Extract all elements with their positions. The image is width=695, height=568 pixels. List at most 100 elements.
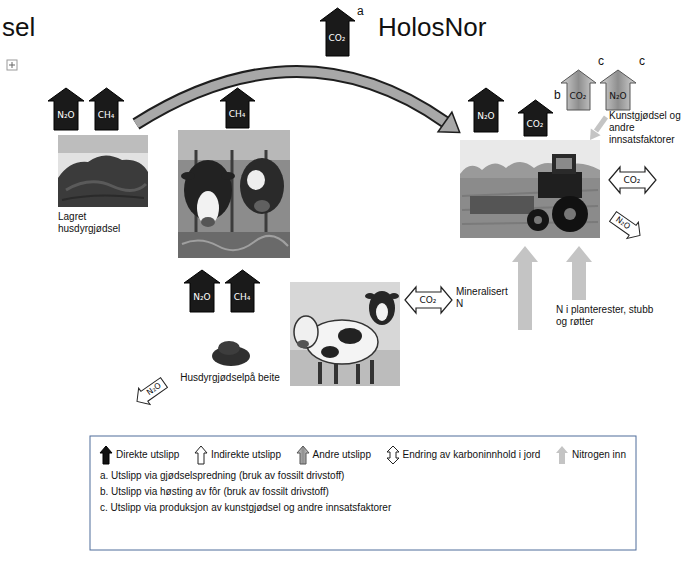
- emission-arrow: N₂O: [184, 270, 220, 312]
- direct-emission-shape-outline: [220, 88, 255, 128]
- label-slot: c: [639, 54, 645, 68]
- direct-emission-shape: [518, 100, 553, 136]
- photo-panel: Husdyrgjødselpå beite: [176, 332, 284, 384]
- legend-text: Andre utslipp: [313, 449, 371, 461]
- field-tractor-photo: [460, 140, 600, 238]
- legend-swatch-shape: [387, 446, 399, 464]
- legend-note: b. Utslipp via høsting av fôr (bruk av f…: [100, 486, 620, 498]
- legend-swatch-shape: [100, 446, 112, 464]
- direct-emission-shape-outline: [468, 88, 504, 132]
- nitrogen-arrows: [512, 117, 606, 330]
- emission-arrow: N₂O: [48, 88, 84, 130]
- direct-emission-shape: [468, 88, 504, 132]
- legend-text: Nitrogen inn: [572, 449, 626, 461]
- label-slot: sel: [2, 12, 35, 43]
- input-label: Kunstgjødsel og andre innsatsfaktorer: [609, 110, 689, 146]
- soil-carbon-arrow: CO₂: [609, 167, 656, 193]
- barn-cows-photo: [178, 130, 290, 258]
- legend-item: Andre utslipp: [297, 446, 371, 464]
- emission-arrow: CH₄: [89, 88, 124, 130]
- photo-caption: Husdyrgjødselpå beite: [176, 372, 284, 384]
- legend-note: a. Utslipp via gjødselspredning (bruk av…: [100, 470, 620, 482]
- note-letter: c: [598, 54, 604, 68]
- legend-swatch: [297, 446, 309, 464]
- indirect-emission-shape-outline: [607, 208, 646, 243]
- gas-label: CH₄: [225, 292, 260, 303]
- label-slot: b: [554, 88, 561, 102]
- emission-arrow: N₂O: [468, 88, 504, 132]
- gas-label: N₂O: [184, 292, 220, 303]
- direct-emission-shape-outline: [89, 88, 124, 130]
- direct-emission-shape: [184, 270, 220, 312]
- label-slot: b. Utslipp via høsting av fôr (bruk av f…: [100, 486, 620, 498]
- gas-label: CO₂: [405, 295, 452, 306]
- legend-swatch: [100, 446, 112, 464]
- emission-arrow: N₂O: [600, 70, 636, 110]
- legend-item: Endring av karboninnhold i jord: [387, 446, 541, 464]
- legend-text: Direkte utslipp: [116, 449, 179, 461]
- other-emission-shape: [561, 70, 596, 110]
- other-emission-shape-outline: [561, 70, 596, 110]
- manure-flow-arrow: [136, 71, 460, 132]
- emission-arrow: CH₄: [225, 270, 260, 312]
- indirect-emission-arrow: N₂O: [607, 208, 646, 243]
- legend-text: Endring av karboninnhold i jord: [403, 449, 541, 461]
- other-emission-shape-outline: [600, 70, 636, 110]
- nitrogen-label: N i planterester, stubb og røtter: [556, 304, 654, 328]
- label-slot: a: [357, 4, 364, 18]
- legend-text: Indirekte utslipp: [211, 449, 281, 461]
- direct-emission-shape-outline: [320, 8, 355, 56]
- legend-swatch-shape: [297, 446, 309, 464]
- soil-carbon-arrow: CO₂: [405, 287, 452, 313]
- label-slot: Mineralisert N: [456, 286, 508, 310]
- gas-label: N₂O: [48, 110, 84, 121]
- direct-emission-shape-outline: [225, 270, 260, 312]
- direct-emission-shape: [320, 8, 355, 56]
- legend-row: Direkte utslipp Indirekte utslipp Andre ut…: [100, 446, 626, 464]
- direct-emission-shape-outline: [184, 270, 220, 312]
- legend-note: c. Utslipp via produksjon av kunstgjødse…: [100, 502, 620, 514]
- label-slot: a. Utslipp via gjødselspredning (bruk av…: [100, 470, 620, 482]
- grazing-cows-photo: [290, 282, 400, 386]
- diagram-title: HolosNor: [378, 12, 486, 43]
- direct-emission-shape: [48, 88, 84, 130]
- gas-label: CH₄: [89, 110, 124, 121]
- photo-caption: Lagret husdyrgjødsel: [58, 211, 148, 235]
- direct-emission-shape: [225, 270, 260, 312]
- dung-photo: [208, 332, 254, 368]
- gas-label: CO₂: [561, 91, 596, 102]
- note-letter: a: [357, 4, 364, 18]
- gas-label: CO₂: [320, 33, 355, 44]
- nitrogen-label: Mineralisert N: [456, 286, 508, 310]
- note-letter: c: [639, 54, 645, 68]
- legend-swatch-shape: [195, 446, 207, 464]
- legend-swatch: [387, 446, 399, 464]
- legend-item: Nitrogen inn: [556, 446, 626, 464]
- carbon-change-shape-outline: [609, 167, 656, 193]
- gas-label: N₂O: [600, 91, 636, 102]
- gas-label: CO₂: [518, 119, 553, 130]
- legend-item: Direkte utslipp: [100, 446, 179, 464]
- label-slot: N i planterester, stubb og røtter: [556, 304, 654, 328]
- emission-arrow: CO₂: [518, 100, 553, 136]
- gas-label: CH₄: [220, 109, 255, 120]
- indirect-emission-arrow: N₂O: [131, 374, 170, 409]
- legend-swatch: [556, 446, 568, 464]
- partial-title: sel: [2, 12, 35, 43]
- note-letter: b: [554, 88, 561, 102]
- gas-label: N₂O: [468, 111, 504, 122]
- legend-swatch: [195, 446, 207, 464]
- label-slot: Kunstgjødsel og andre innsatsfaktorer: [609, 110, 689, 146]
- direct-emission-shape-outline: [48, 88, 84, 130]
- direct-emission-shape: [89, 88, 124, 130]
- indirect-emission-shape-outline: [131, 374, 170, 409]
- label-slot: c. Utslipp via produksjon av kunstgjødse…: [100, 502, 620, 514]
- label-slot: c: [598, 54, 604, 68]
- emission-arrow: CO₂: [320, 8, 355, 56]
- title-slot: HolosNor: [378, 12, 486, 43]
- direct-emission-shape-outline: [518, 100, 553, 136]
- legend-frame: [90, 436, 636, 550]
- gas-label: CO₂: [609, 175, 656, 186]
- photo-panel: Lagret husdyrgjødsel: [58, 135, 148, 235]
